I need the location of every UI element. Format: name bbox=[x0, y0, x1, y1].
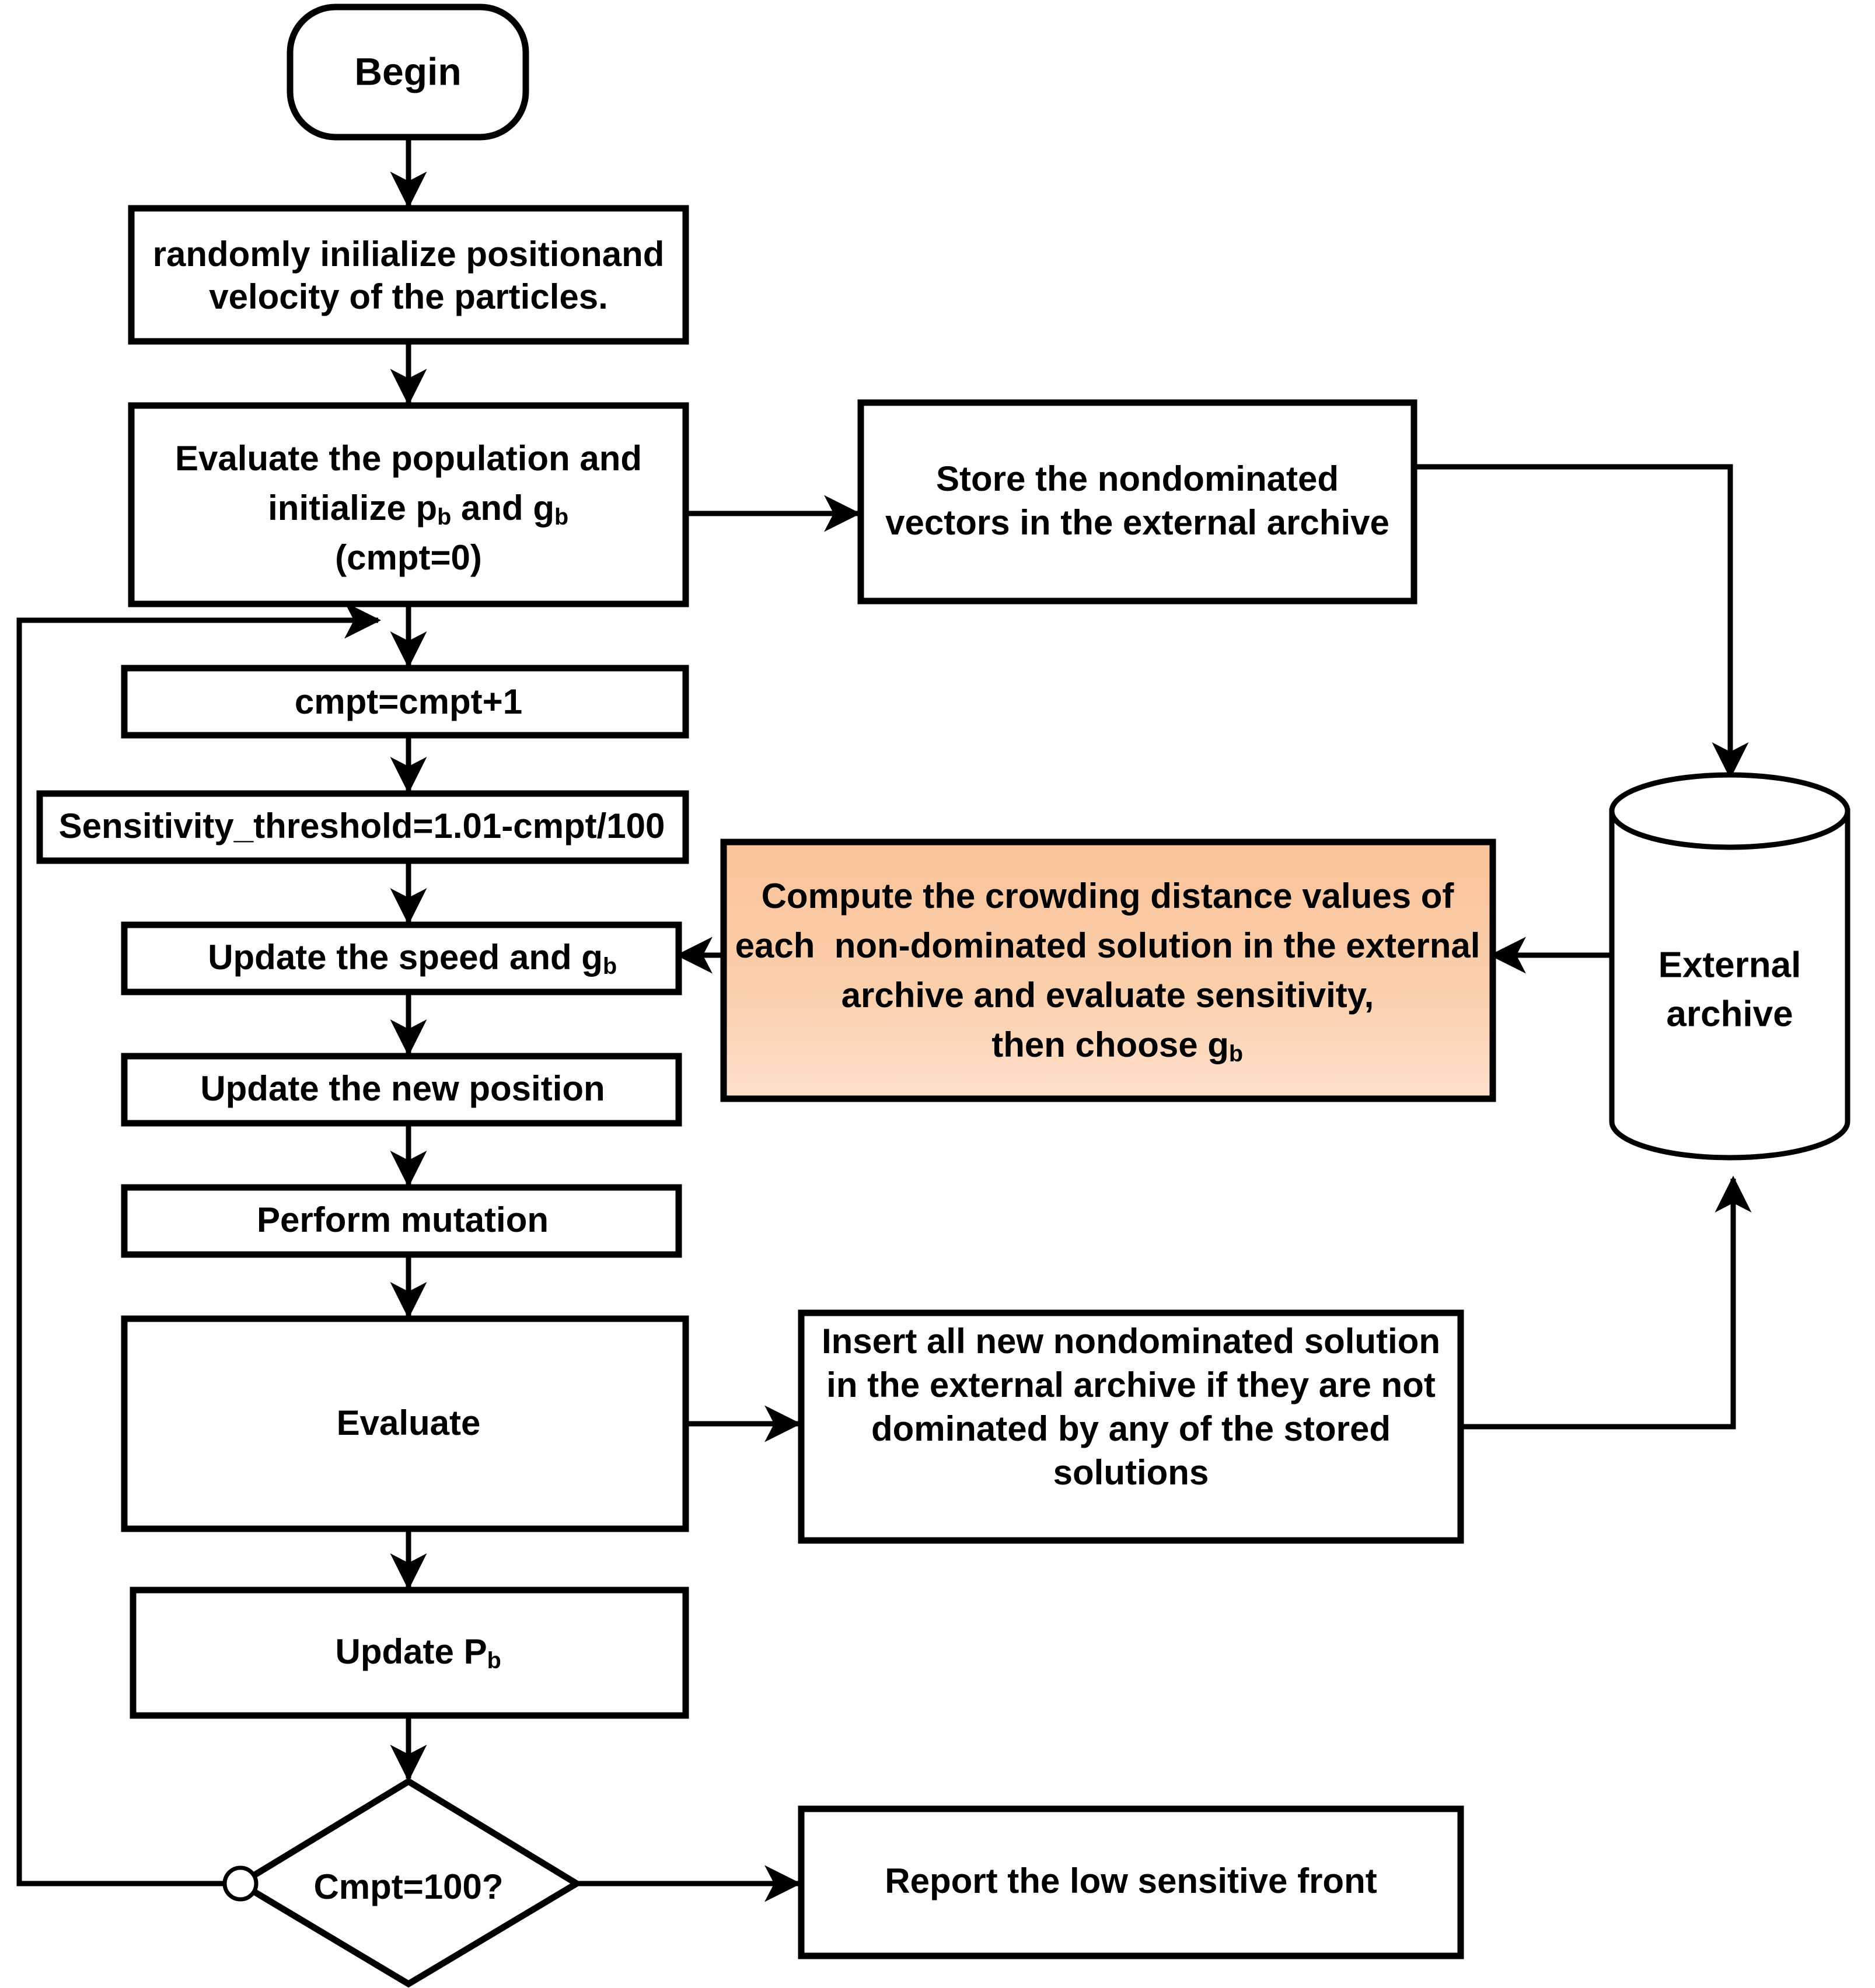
node-store-nondominated-line2: vectors in the external archive bbox=[885, 503, 1389, 542]
node-external-archive-line1: External bbox=[1658, 945, 1801, 985]
node-external-archive[interactable] bbox=[1609, 772, 1850, 1161]
node-crowding-distance-line4: then choose gb bbox=[924, 1025, 1292, 1072]
node-sensitivity-threshold-label: Sensitivity_threshold=1.01-cmpt/100 bbox=[59, 806, 665, 845]
node-evaluate-population-line3: (cmpt=0) bbox=[335, 538, 482, 577]
node-store-nondominated-line1: Store the nondominated bbox=[936, 459, 1339, 498]
node-decision[interactable] bbox=[234, 1777, 583, 1988]
node-evaluate[interactable] bbox=[121, 1315, 689, 1532]
node-perform-mutation-label: Perform mutation bbox=[257, 1200, 549, 1239]
node-external-archive-line2: archive bbox=[1666, 994, 1793, 1034]
node-cmpt-increment[interactable] bbox=[121, 665, 689, 739]
node-update-pb-label: Update Pb bbox=[267, 1632, 550, 1679]
node-begin[interactable] bbox=[287, 4, 529, 141]
node-report[interactable] bbox=[798, 1805, 1464, 1959]
node-init-line2: velocity of the particles. bbox=[209, 277, 608, 316]
node-init-line1: randomly inilialize positionand bbox=[153, 235, 665, 274]
node-sensitivity-threshold[interactable] bbox=[36, 790, 689, 864]
node-update-position[interactable] bbox=[121, 1053, 682, 1127]
node-crowding-distance-line3: archive and evaluate sensitivity, bbox=[842, 976, 1374, 1015]
node-decision-label: Cmpt=100? bbox=[313, 1867, 503, 1906]
node-update-speed-label: Update the speed and gb bbox=[139, 938, 665, 985]
node-report-label: Report the low sensitive front bbox=[885, 1861, 1377, 1900]
node-perform-mutation[interactable] bbox=[121, 1184, 682, 1258]
node-evaluate-population-line2: initialize pb and gb bbox=[200, 488, 617, 536]
edge-insert-to-archive bbox=[1461, 1175, 1752, 1430]
node-insert-nondominated-line2: in the external archive if they are not bbox=[826, 1365, 1436, 1404]
node-store-nondominated[interactable] bbox=[857, 399, 1417, 605]
node-insert-nondominated-line1: Insert all new nondominated solution bbox=[822, 1322, 1440, 1361]
node-update-position-label: Update the new position bbox=[200, 1069, 605, 1108]
node-evaluate-population[interactable] bbox=[128, 402, 689, 607]
node-insert-nondominated-line4: solutions bbox=[1053, 1453, 1209, 1492]
node-cmpt-increment-label: cmpt=cmpt+1 bbox=[295, 682, 522, 721]
node-insert-nondominated[interactable] bbox=[798, 1309, 1464, 1544]
node-crowding-distance[interactable] bbox=[720, 838, 1496, 1102]
node-update-speed[interactable] bbox=[121, 921, 682, 995]
node-begin-label: Begin bbox=[354, 50, 461, 93]
node-crowding-distance-line2: each non-dominated solution in the exter… bbox=[735, 926, 1481, 965]
loop-connector-circle-icon bbox=[222, 1865, 259, 1902]
node-insert-nondominated-line3: dominated by any of the stored bbox=[871, 1409, 1391, 1448]
node-update-pb[interactable] bbox=[130, 1587, 689, 1719]
edge-decision-loopback bbox=[16, 602, 382, 1886]
node-crowding-distance-line1: Compute the crowding distance values of bbox=[762, 876, 1455, 916]
node-evaluate-population-line1: Evaluate the population and bbox=[175, 439, 642, 478]
node-init[interactable] bbox=[128, 205, 689, 345]
edge-store-to-archive bbox=[1414, 464, 1749, 780]
node-evaluate-label: Evaluate bbox=[337, 1403, 481, 1442]
